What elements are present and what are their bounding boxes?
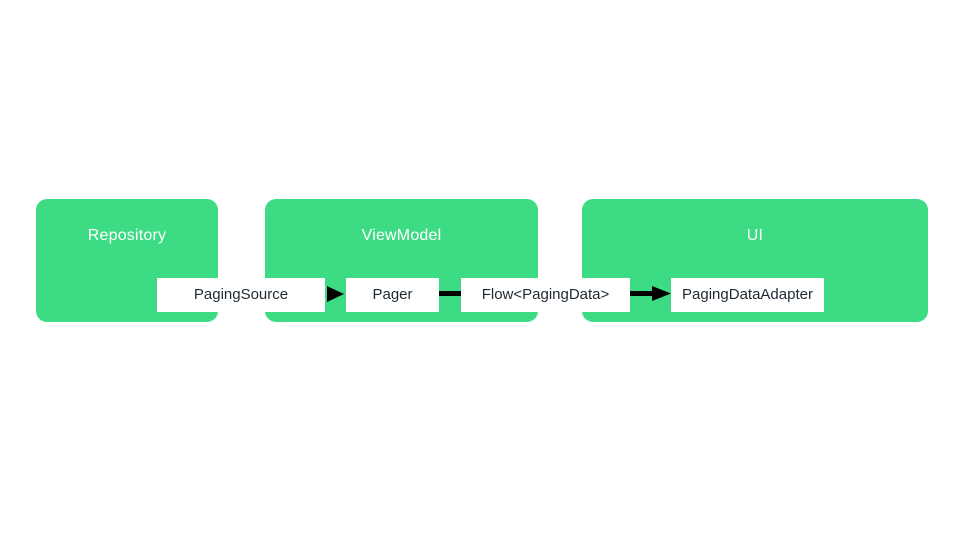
line-horizontal-icon (437, 291, 463, 296)
connector-paging-source-to-pager (323, 283, 348, 305)
layer-box-repository: Repository (36, 199, 218, 322)
layer-title-repository: Repository (87, 227, 167, 244)
arrow-right-icon (628, 286, 671, 301)
layer-title-viewmodel: ViewModel (361, 227, 442, 244)
component-chip-pager: Pager (346, 278, 439, 312)
connector-flow-to-adapter (628, 283, 673, 305)
connector-pager-to-flow (437, 283, 463, 305)
component-chip-paging-source: PagingSource (157, 278, 325, 312)
layer-title-ui: UI (746, 227, 764, 244)
component-chip-flow: Flow<PagingData> (461, 278, 630, 312)
arrow-right-icon (327, 286, 344, 302)
component-chip-paging-data-adapter: PagingDataAdapter (671, 278, 824, 312)
